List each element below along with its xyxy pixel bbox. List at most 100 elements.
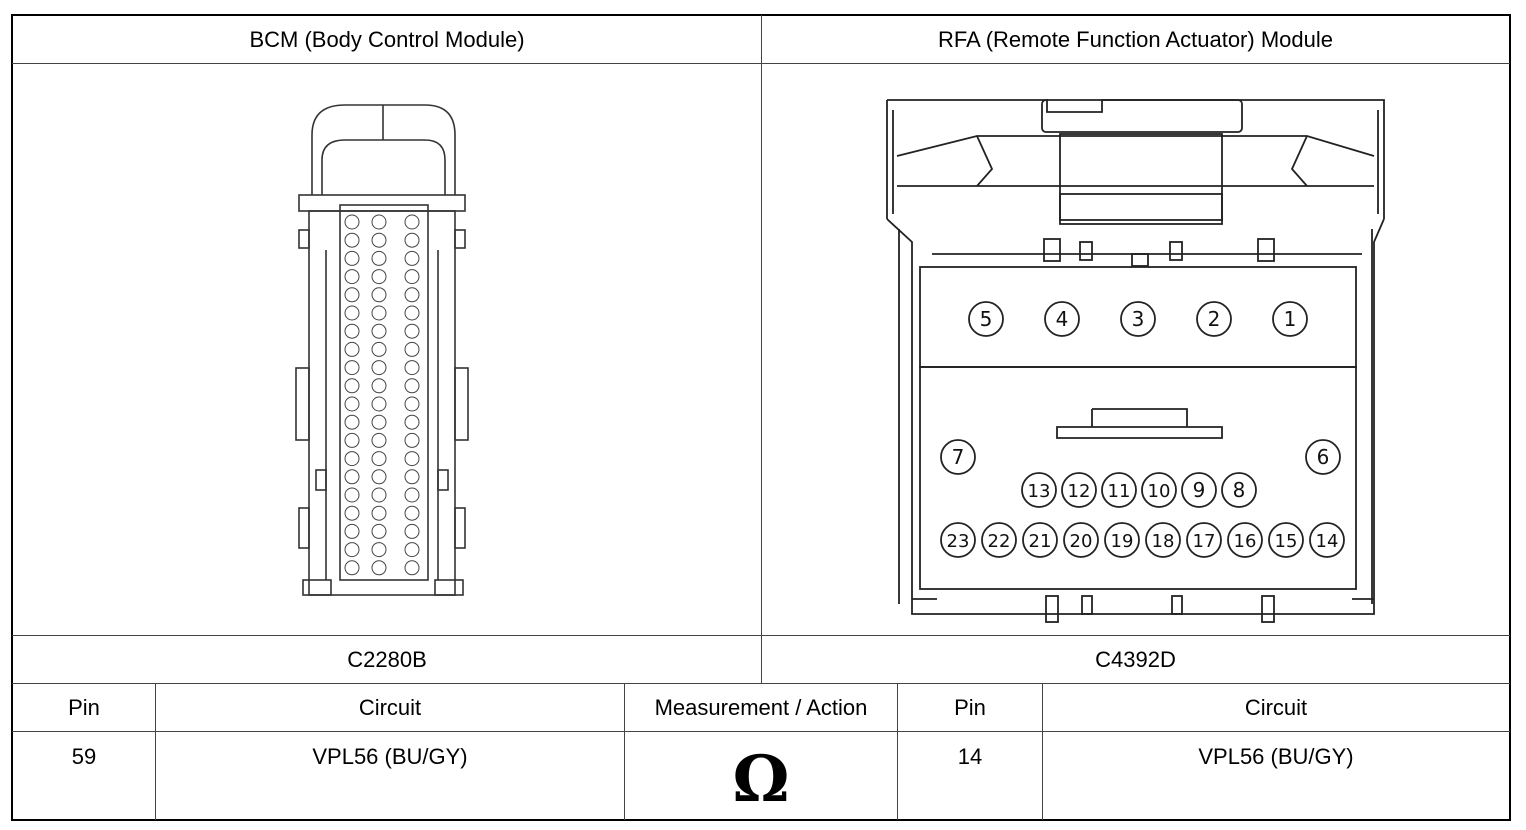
bcm-pin-cavity	[371, 505, 387, 521]
svg-text:8: 8	[1233, 478, 1246, 502]
bcm-pin-cavity	[344, 487, 360, 503]
svg-text:2: 2	[1208, 307, 1221, 331]
svg-text:4: 4	[1056, 307, 1069, 331]
svg-text:17: 17	[1193, 531, 1216, 552]
header-pin-left: Pin	[68, 694, 100, 720]
header-measurement: Measurement / Action	[654, 694, 868, 720]
svg-text:16: 16	[1234, 531, 1257, 552]
rfa-pin: 1	[1272, 301, 1308, 337]
bcm-pin-cavity	[371, 287, 387, 303]
bcm-pin-cavity	[371, 323, 387, 339]
bcm-pin-cavity	[344, 323, 360, 339]
bcm-pin-cavity	[371, 523, 387, 539]
bcm-pin-cavity	[404, 487, 420, 503]
svg-text:11: 11	[1108, 481, 1131, 502]
bcm-pin-cavity	[344, 214, 360, 230]
bcm-pin-cavity	[404, 378, 420, 394]
svg-text:14: 14	[1316, 531, 1339, 552]
bcm-pin-cavity	[404, 323, 420, 339]
rfa-pin: 14	[1309, 522, 1345, 558]
bcm-pin-cavity	[344, 396, 360, 412]
rfa-pin: 23	[940, 522, 976, 558]
bcm-pin-cavity	[344, 232, 360, 248]
bcm-pin-cavity	[344, 469, 360, 485]
bcm-pin-cavity	[344, 542, 360, 558]
bcm-pin-cavity	[371, 360, 387, 376]
bcm-pin-cavity	[344, 505, 360, 521]
bcm-pin-cavity	[404, 451, 420, 467]
rfa-pin: 20	[1063, 522, 1099, 558]
bcm-pin-cavity	[371, 269, 387, 285]
rfa-pin: 6	[1305, 439, 1341, 475]
bcm-pin-cavity	[404, 396, 420, 412]
svg-text:1: 1	[1284, 307, 1297, 331]
bcm-pin-cavity	[371, 542, 387, 558]
bcm-pin-cavity	[404, 360, 420, 376]
svg-text:9: 9	[1193, 478, 1206, 502]
bcm-pin-cavity	[371, 487, 387, 503]
bcm-pin-cavity	[344, 523, 360, 539]
bcm-pin-cavity	[344, 305, 360, 321]
bcm-pin-cavity	[344, 250, 360, 266]
bcm-connector-id: C2280B	[347, 646, 427, 672]
bcm-pin-cavity	[404, 432, 420, 448]
rfa-pin: 10	[1141, 472, 1177, 508]
svg-text:12: 12	[1068, 481, 1091, 502]
svg-text:3: 3	[1132, 307, 1145, 331]
bcm-pin-cavity	[371, 232, 387, 248]
bcm-pin-cavity	[404, 269, 420, 285]
bcm-title: BCM (Body Control Module)	[249, 26, 525, 52]
svg-text:18: 18	[1152, 531, 1175, 552]
rfa-pin: 8	[1221, 472, 1257, 508]
rfa-title: RFA (Remote Function Actuator) Module	[938, 26, 1333, 52]
svg-text:23: 23	[947, 531, 970, 552]
svg-text:22: 22	[988, 531, 1011, 552]
bcm-pin-cavity	[344, 560, 360, 576]
bcm-pin-cavity	[371, 341, 387, 357]
rfa-pin: 3	[1120, 301, 1156, 337]
divider	[897, 684, 898, 820]
rfa-connector-id: C4392D	[1095, 646, 1176, 672]
rfa-pin: 11	[1101, 472, 1137, 508]
divider	[155, 684, 156, 820]
rfa-pin: 19	[1104, 522, 1140, 558]
divider	[1042, 684, 1043, 820]
bcm-pin-cavity	[371, 451, 387, 467]
bcm-pin-cavity	[404, 232, 420, 248]
svg-text:10: 10	[1148, 481, 1171, 502]
bcm-pin-cavity	[404, 505, 420, 521]
svg-text:20: 20	[1070, 531, 1093, 552]
bcm-pin-cavity	[404, 542, 420, 558]
bcm-pin-cavity	[404, 305, 420, 321]
rfa-pin: 2	[1196, 301, 1232, 337]
rfa-pin: 4	[1044, 301, 1080, 337]
divider	[761, 15, 762, 684]
svg-text:19: 19	[1111, 531, 1134, 552]
bcm-pin-cavity	[344, 287, 360, 303]
rfa-pin: 21	[1022, 522, 1058, 558]
svg-text:21: 21	[1029, 531, 1052, 552]
bcm-connector-drawing	[295, 104, 469, 596]
rfa-pin: 15	[1268, 522, 1304, 558]
bcm-pin-cavity	[344, 432, 360, 448]
rfa-pin: 12	[1061, 472, 1097, 508]
rfa-pin: 18	[1145, 522, 1181, 558]
rfa-pin: 9	[1181, 472, 1217, 508]
ohm-symbol-icon: Ω	[732, 742, 790, 817]
svg-text:7: 7	[952, 445, 965, 469]
bcm-pin-cavity	[404, 214, 420, 230]
bcm-pin-cavity	[371, 469, 387, 485]
rfa-pin: 7	[940, 439, 976, 475]
bcm-pin-cavity	[371, 250, 387, 266]
bcm-pin-cavity	[344, 414, 360, 430]
bcm-pin-cavity	[404, 287, 420, 303]
rfa-pin: 5	[968, 301, 1004, 337]
bcm-pin-cavity	[371, 305, 387, 321]
svg-text:13: 13	[1028, 481, 1051, 502]
divider	[12, 731, 1510, 732]
bcm-pin-cavity	[371, 214, 387, 230]
pin-right-value: 14	[957, 744, 983, 769]
circuit-left-value: VPL56 (BU/GY)	[312, 744, 468, 769]
bcm-pin-cavity	[404, 560, 420, 576]
rfa-pin: 13	[1021, 472, 1057, 508]
